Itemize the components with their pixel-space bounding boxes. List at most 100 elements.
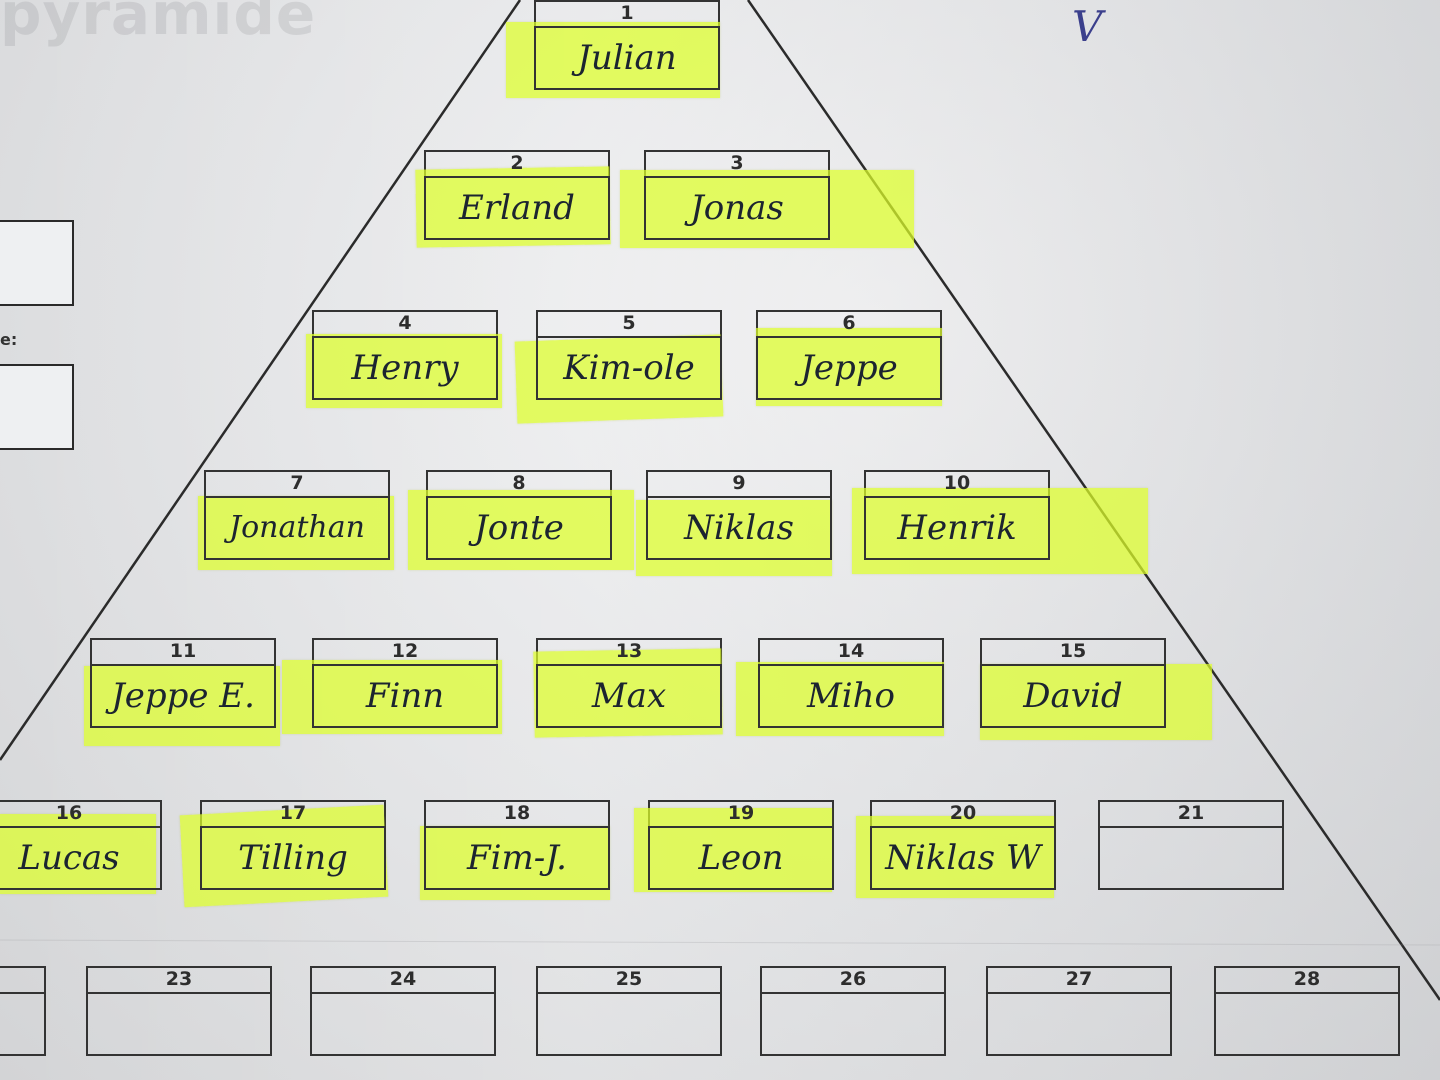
rank-slot-4: 4 Henry: [312, 310, 498, 400]
slot-number-cell: [1214, 966, 1400, 994]
slot-name-cell: [86, 992, 272, 1056]
slot-number: 24: [389, 968, 417, 990]
handwritten-name: Fim-J.: [467, 838, 567, 878]
slot-name-cell: [758, 664, 944, 728]
tape-strip: [856, 816, 1054, 898]
slot-number: 19: [727, 802, 755, 824]
tape-strip: [408, 490, 634, 570]
slot-number: 27: [1065, 968, 1093, 990]
slot-number-cell: [426, 470, 612, 498]
handwritten-name: Henry: [351, 348, 459, 388]
slot-number: 15: [1059, 640, 1087, 662]
rank-slot-19: 19 Leon: [648, 800, 834, 890]
slot-number: 18: [503, 802, 531, 824]
tape-strip: [84, 666, 280, 746]
rank-slot-9: 9 Niklas: [646, 470, 832, 560]
slot-name-cell: [312, 664, 498, 728]
slot-number-cell: [424, 150, 610, 178]
handwritten-name: Henrik: [897, 508, 1017, 548]
slot-number-cell: [760, 966, 946, 994]
rank-slot-28: 28: [1214, 966, 1400, 1056]
tape-strip: [198, 496, 394, 570]
slot-name-cell: [1214, 992, 1400, 1056]
slot-number-cell: [1098, 800, 1284, 828]
rank-slot-7: 7 Jonathan: [204, 470, 390, 560]
slot-name-cell: [864, 496, 1050, 560]
faded-sheet-title: pyramide: [0, 0, 317, 48]
tape-strip: [282, 660, 502, 734]
handwritten-name: Tilling: [238, 838, 348, 878]
slot-number: 23: [165, 968, 193, 990]
slot-number-cell: [646, 470, 832, 498]
tape-strip: [736, 662, 944, 736]
handwritten-name: Jonathan: [229, 510, 365, 545]
handwritten-name: Miho: [806, 676, 896, 716]
handwritten-name: Niklas W: [885, 838, 1041, 878]
slot-number: 21: [1177, 802, 1205, 824]
paper-crease: [0, 939, 1440, 946]
rank-slot-15: 15 David: [980, 638, 1166, 728]
handwritten-name: Lucas: [18, 838, 120, 878]
handwritten-name: Jonte: [474, 508, 564, 548]
rank-slot-1: 1 Julian: [534, 0, 720, 90]
handwritten-name: Kim-ole: [563, 348, 695, 388]
handwritten-name: [986, 996, 1172, 1052]
rank-slot-24: 24: [310, 966, 496, 1056]
rank-slot-2: 2 Erland: [424, 150, 610, 240]
slot-name-cell: [986, 992, 1172, 1056]
slot-number-cell: [310, 966, 496, 994]
slot-name-cell: [536, 664, 722, 728]
rank-slot-25: 25: [536, 966, 722, 1056]
slot-number: 10: [943, 472, 971, 494]
slot-number: 7: [290, 472, 304, 494]
slot-name-cell: [204, 496, 390, 560]
tape-strip: [756, 328, 942, 406]
slot-name-cell: [980, 664, 1166, 728]
rank-slot-3: 3 Jonas: [644, 150, 830, 240]
slot-number: 9: [732, 472, 746, 494]
slot-number-cell: [536, 310, 722, 338]
slot-number: 20: [949, 802, 977, 824]
slot-name-cell: [644, 176, 830, 240]
left-form-label: e:: [0, 330, 18, 349]
slot-number-cell: [758, 638, 944, 666]
slot-name-cell: [312, 336, 498, 400]
slot-number: 16: [55, 802, 83, 824]
slot-number: 28: [1293, 968, 1321, 990]
handwritten-name: Niklas: [684, 508, 794, 548]
slot-name-cell: [426, 496, 612, 560]
slot-number-cell: [90, 638, 276, 666]
slot-name-cell: [646, 496, 832, 560]
rank-slot-17: 17 Tilling: [200, 800, 386, 890]
rank-slot-21: 21: [1098, 800, 1284, 890]
slot-number: 11: [169, 640, 197, 662]
slot-number-cell: [312, 310, 498, 338]
slot-name-cell: [0, 826, 162, 890]
handwritten-name: [1098, 830, 1284, 886]
rank-slot-12: 12 Finn: [312, 638, 498, 728]
slot-name-cell: [424, 826, 610, 890]
rank-slot-20: 20 Niklas W: [870, 800, 1056, 890]
rank-slot-16: 16 Lucas: [0, 800, 162, 890]
slot-name-cell: [534, 26, 720, 90]
slot-number: 8: [512, 472, 526, 494]
rank-slot-8: 8 Jonte: [426, 470, 612, 560]
slot-name-cell: [1098, 826, 1284, 890]
slot-name-cell: [90, 664, 276, 728]
rank-slot-11: 11 Jeppe E.: [90, 638, 276, 728]
slot-number: 26: [839, 968, 867, 990]
slot-number-cell: [536, 966, 722, 994]
handwritten-name: [86, 996, 272, 1052]
slot-number-cell: [756, 310, 942, 338]
tape-strip: [306, 334, 502, 408]
slot-name-cell: [200, 826, 386, 890]
handwritten-name: Erland: [459, 188, 575, 228]
pyramid-left-edge: [0, 0, 522, 761]
slot-number: 2: [510, 152, 524, 174]
slot-name-cell: [536, 336, 722, 400]
left-form-box-top: [0, 220, 74, 306]
slot-number: 5: [622, 312, 636, 334]
slot-name-cell: [756, 336, 942, 400]
tape-strip: [634, 808, 832, 892]
handwritten-name: [310, 996, 496, 1052]
